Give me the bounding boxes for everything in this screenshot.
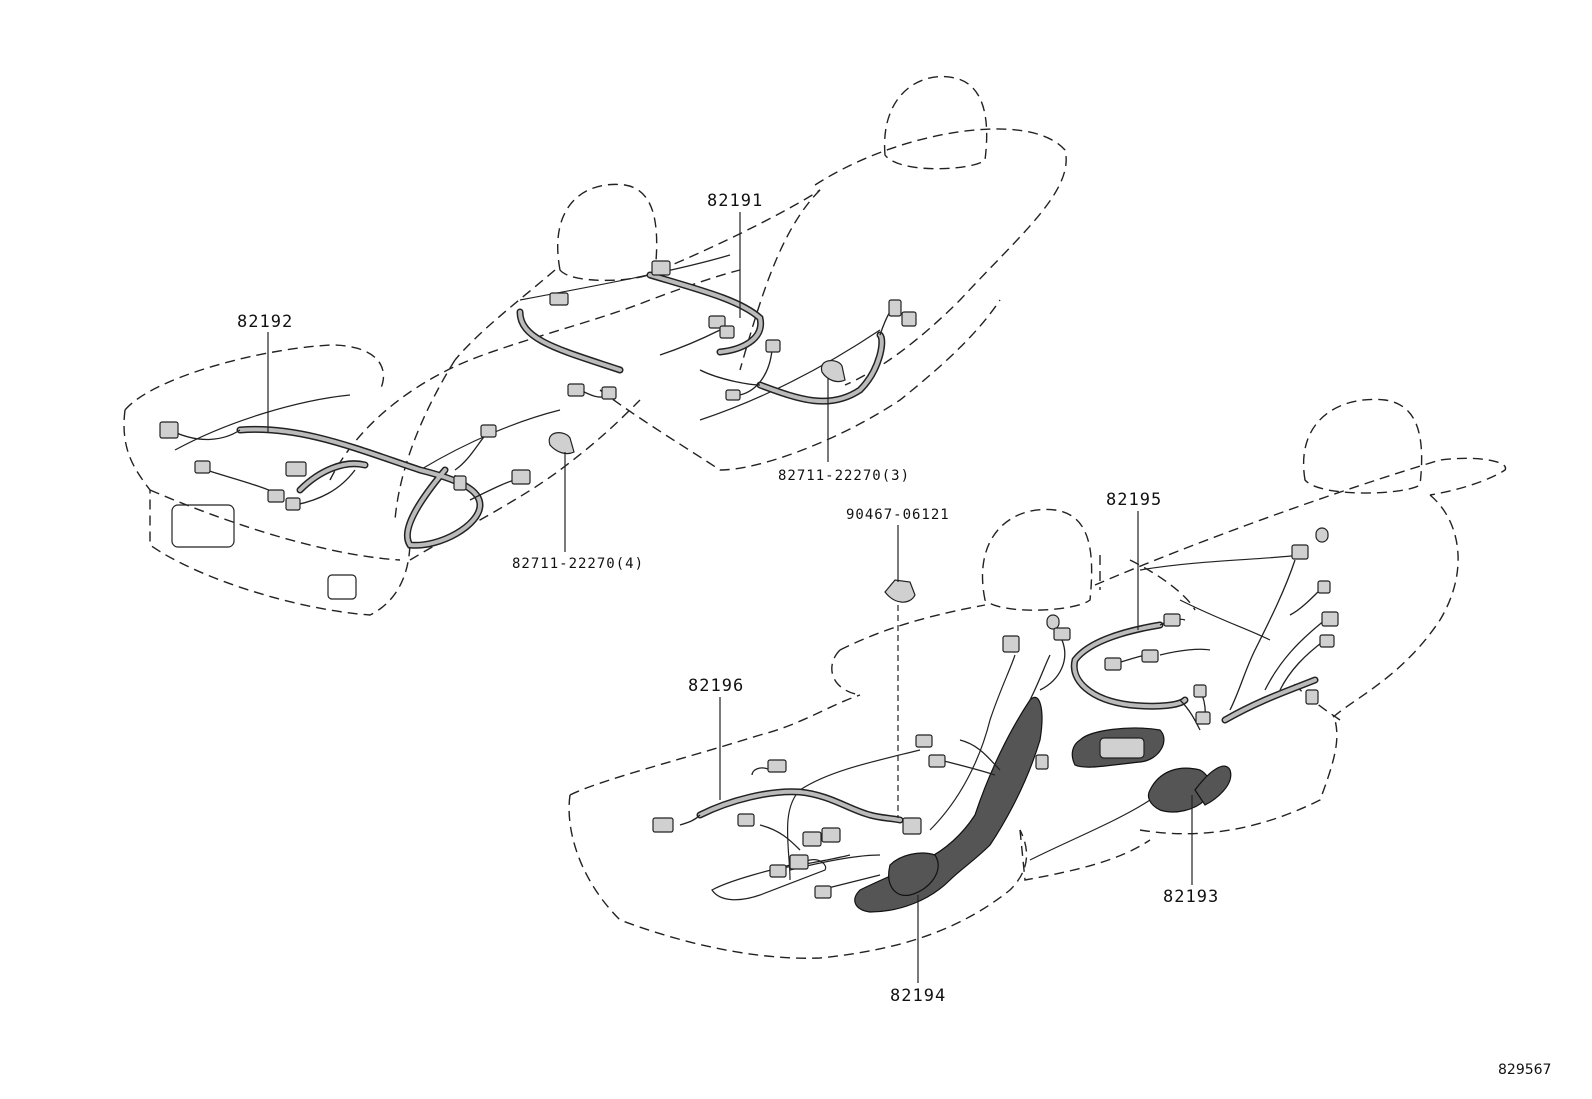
lower-seat-assembly [568, 398, 1507, 959]
part-label-82711-22270-4: 82711-22270(4) [512, 556, 644, 572]
part-label-82192: 82192 [237, 312, 293, 332]
figure-id: 829567 [1498, 1062, 1551, 1078]
part-label-82194: 82194 [890, 986, 946, 1006]
part-label-82196: 82196 [688, 676, 744, 696]
part-label-82195: 82195 [1106, 490, 1162, 510]
part-label-90467-06121: 90467-06121 [846, 507, 950, 523]
part-label-82711-22270-3: 82711-22270(3) [778, 468, 910, 484]
part-label-82193: 82193 [1163, 887, 1219, 907]
leader-lines [267, 212, 1193, 983]
upper-seat-assembly [123, 75, 1067, 616]
part-label-82191: 82191 [707, 191, 763, 211]
